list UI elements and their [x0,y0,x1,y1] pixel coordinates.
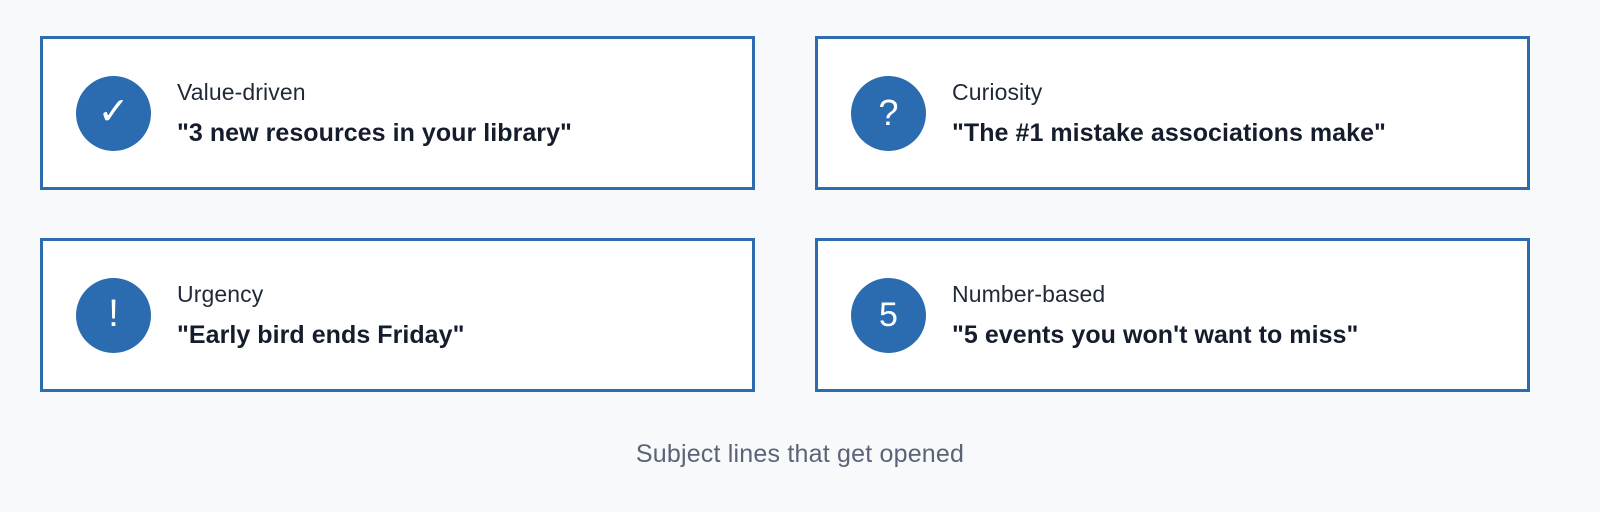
number-five-icon-glyph: 5 [879,295,898,334]
panel-caption: Subject lines that get opened [635,440,965,468]
card-text-group: Value-driven "3 new resources in your li… [177,78,572,148]
card-label: Urgency [177,281,264,308]
card-text-group: Number-based "5 events you won't want to… [952,280,1358,350]
subject-line-card-curiosity[interactable]: ? Curiosity "The #1 mistake associations… [815,36,1530,190]
question-mark-icon-glyph: ? [878,91,899,133]
subject-line-card-grid: ✓ Value-driven "3 new resources in your … [40,36,1560,392]
exclamation-icon-glyph: ! [108,293,119,335]
card-label: Curiosity [952,79,1043,106]
card-subject-line: "Early bird ends Friday" [177,320,465,349]
subject-line-card-value-driven[interactable]: ✓ Value-driven "3 new resources in your … [40,36,755,190]
number-five-icon: 5 [851,277,926,353]
subject-line-card-number-based[interactable]: 5 Number-based "5 events you won't want … [815,238,1530,392]
card-subject-line: "5 events you won't want to miss" [952,320,1359,349]
card-label: Number-based [952,281,1106,308]
check-icon: ✓ [76,75,151,151]
card-text-group: Curiosity "The #1 mistake associations m… [952,78,1386,148]
subject-line-card-urgency[interactable]: ! Urgency "Early bird ends Friday" [40,238,755,392]
card-text-group: Urgency "Early bird ends Friday" [177,280,465,350]
exclamation-icon: ! [76,277,151,353]
check-icon-glyph: ✓ [97,91,130,133]
question-mark-icon: ? [851,75,926,151]
card-subject-line: "3 new resources in your library" [177,118,572,147]
card-subject-line: "The #1 mistake associations make" [952,118,1386,147]
card-label: Value-driven [177,79,306,106]
